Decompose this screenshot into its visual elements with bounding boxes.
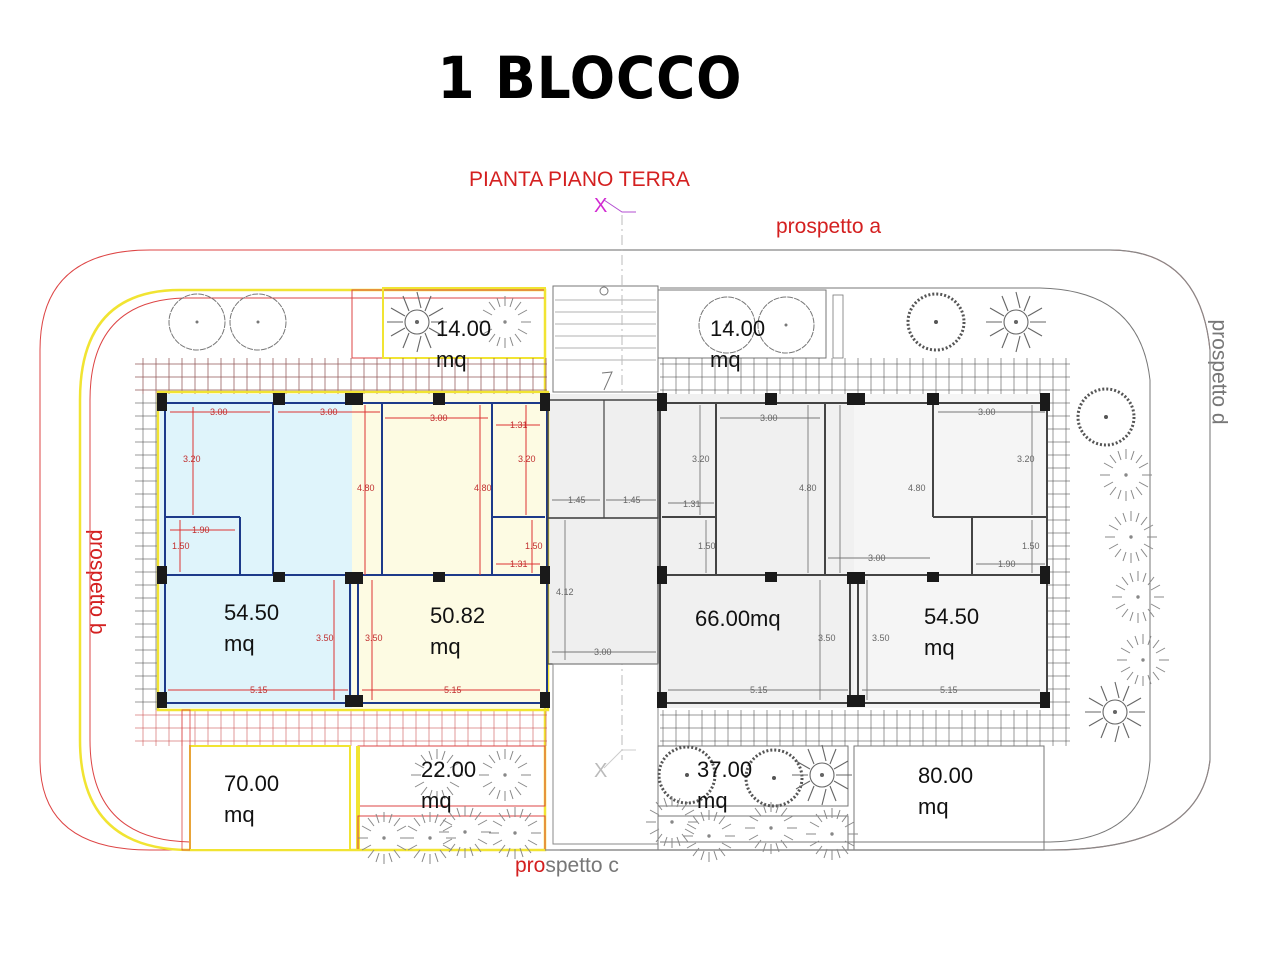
unit-3-area: 66.00mq bbox=[695, 603, 781, 634]
unit-2-area-unit: mq bbox=[430, 634, 461, 659]
unit-4-area: 54.50 mq bbox=[924, 601, 979, 663]
dim-label: 5.15 bbox=[750, 685, 768, 695]
garden-bottom-2-value: 22.00 bbox=[421, 757, 477, 782]
svg-text:X: X bbox=[594, 760, 607, 782]
dim-label: 3.50 bbox=[316, 633, 334, 643]
dim-label: 1.31 bbox=[510, 559, 528, 569]
dim-label: 4.80 bbox=[799, 483, 817, 493]
unit-1-area-unit: mq bbox=[224, 631, 255, 656]
dim-label: 5.15 bbox=[250, 685, 268, 695]
elevation-c-suffix: spetto c bbox=[545, 854, 619, 877]
garden-top-left-area: 14.00 mq bbox=[436, 313, 491, 375]
svg-text:X: X bbox=[594, 195, 607, 217]
garden-bottom-2-unit: mq bbox=[421, 788, 452, 813]
garden-bottom-3-value: 37.00 bbox=[697, 757, 753, 782]
elevation-c-prefix: pro bbox=[515, 854, 546, 877]
garden-bottom-4-value: 80.00 bbox=[918, 763, 974, 788]
dim-label: 5.15 bbox=[444, 685, 462, 695]
dim-label: 3.00 bbox=[868, 553, 886, 563]
dim-label: 3.50 bbox=[872, 633, 890, 643]
dim-label: 1.31 bbox=[683, 499, 701, 509]
garden-top-right-unit: mq bbox=[710, 347, 741, 372]
dim-label: 3.50 bbox=[365, 633, 383, 643]
dim-label: 1.90 bbox=[998, 559, 1016, 569]
dim-label: 1.45 bbox=[568, 495, 586, 505]
garden-bottom-2-area: 22.00 mq bbox=[421, 754, 476, 816]
stair-core-fill bbox=[546, 394, 660, 664]
garden-bottom-1-value: 70.00 bbox=[224, 771, 280, 796]
garden-bottom-1-area: 70.00 mq bbox=[224, 768, 279, 830]
dim-label: 1.31 bbox=[510, 420, 528, 430]
unit-1-area: 54.50 mq bbox=[224, 597, 279, 659]
dim-label: 1.50 bbox=[1022, 541, 1040, 551]
dim-label: 3.00 bbox=[978, 407, 996, 417]
dim-label: 1.45 bbox=[623, 495, 641, 505]
garden-top-right-value: 14.00 bbox=[710, 316, 766, 341]
unit-2-area-value: 50.82 bbox=[430, 603, 486, 628]
unit-4-area-unit: mq bbox=[924, 635, 955, 660]
plan-subtitle: PIANTA PIANO TERRA bbox=[469, 168, 690, 191]
unit-4-fill bbox=[854, 394, 1048, 708]
dim-label: 3.00 bbox=[320, 407, 338, 417]
elevation-label-a: prospetto a bbox=[776, 215, 882, 238]
dim-label: 3.20 bbox=[1017, 454, 1035, 464]
unit-2-area: 50.82 mq bbox=[430, 600, 485, 662]
dim-label: 4.80 bbox=[474, 483, 492, 493]
elevation-label-c: prospetto c bbox=[515, 854, 619, 878]
dim-label: 3.20 bbox=[518, 454, 536, 464]
dim-label: 3.50 bbox=[818, 633, 836, 643]
garden-bottom-3-unit: mq bbox=[697, 788, 728, 813]
dim-label: 4.80 bbox=[908, 483, 926, 493]
dim-label: 1.50 bbox=[525, 541, 543, 551]
unit-3-area-value: 66.00mq bbox=[695, 606, 781, 631]
dim-label: 3.00 bbox=[594, 647, 612, 657]
unit-1-area-value: 54.50 bbox=[224, 600, 280, 625]
dim-label: 3.00 bbox=[210, 407, 228, 417]
garden-bottom-4-area: 80.00 mq bbox=[918, 760, 973, 822]
garden-bottom-3-area: 37.00 mq bbox=[697, 754, 752, 816]
dim-label: 3.20 bbox=[692, 454, 710, 464]
page-title: 1 BLOCCO bbox=[437, 44, 743, 112]
dim-label: 3.20 bbox=[183, 454, 201, 464]
unit-4-area-value: 54.50 bbox=[924, 604, 980, 629]
dim-label: 4.12 bbox=[556, 587, 574, 597]
dim-label: 3.00 bbox=[760, 413, 778, 423]
dim-label: 3.00 bbox=[430, 413, 448, 423]
garden-top-left-value: 14.00 bbox=[436, 316, 492, 341]
dim-label: 5.15 bbox=[940, 685, 958, 695]
dim-label: 1.90 bbox=[192, 525, 210, 535]
garden-top-right-area: 14.00 mq bbox=[710, 313, 765, 375]
dim-label: 4.80 bbox=[357, 483, 375, 493]
garden-bottom-1-unit: mq bbox=[224, 802, 255, 827]
unit-2-fill bbox=[352, 394, 546, 708]
dim-label: 1.50 bbox=[172, 541, 190, 551]
garden-bottom-4-unit: mq bbox=[918, 794, 949, 819]
unit-3-fill bbox=[660, 394, 854, 708]
garden-top-left-unit: mq bbox=[436, 347, 467, 372]
dim-label: 1.50 bbox=[698, 541, 716, 551]
unit-1-fill bbox=[160, 394, 352, 708]
